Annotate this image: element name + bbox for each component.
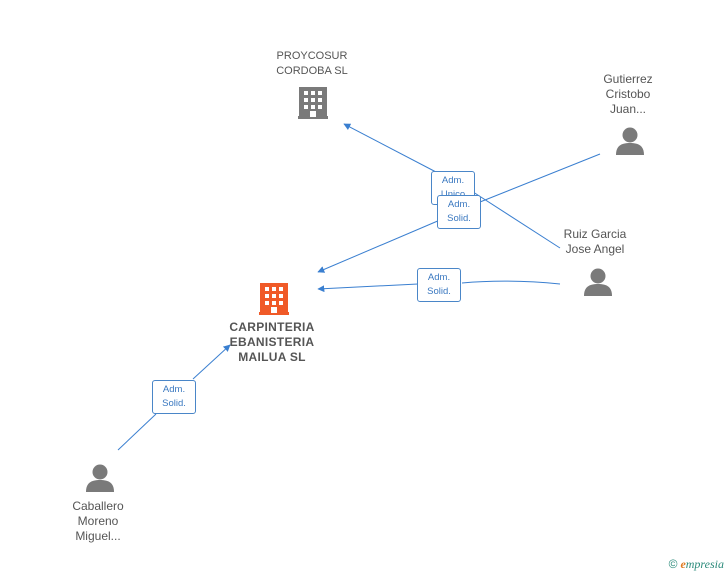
edge-gutierrez-proycosur-seg2 — [343, 123, 437, 173]
brand-watermark: © empresia — [669, 557, 724, 572]
node-label-ruiz[interactable]: Ruiz Garcia Jose Angel — [563, 227, 627, 256]
node-label-caballero[interactable]: Caballero Moreno Miguel... — [72, 499, 124, 543]
edge-ruiz-carpinteria-seg1 — [461, 280, 561, 285]
node-label-proycosur[interactable]: PROYCOSUR CORDOBA SL — [276, 50, 348, 77]
edge-caballero-carpinteria-seg2 — [192, 344, 231, 380]
building-icon[interactable] — [298, 87, 328, 119]
edge-ruiz-carpinteria-seg2 — [317, 283, 419, 293]
edge-gutierrez-carpinteria-seg1 — [479, 153, 601, 203]
edge-label-adm-solid[interactable]: Adm. Solid. — [152, 380, 196, 414]
copyright-icon: © — [668, 557, 678, 571]
edge-caballero-carpinteria-seg1 — [117, 413, 157, 451]
edge-label-adm-solid[interactable]: Adm. Solid. — [417, 268, 461, 302]
brand-text: mpresia — [685, 557, 724, 571]
person-icon[interactable] — [86, 464, 114, 493]
node-label-gutierrez[interactable]: Gutierrez Cristobo Juan... — [603, 72, 653, 116]
person-icon[interactable] — [584, 268, 612, 297]
edge-gutierrez-carpinteria-seg2 — [317, 219, 441, 273]
building-icon[interactable] — [259, 283, 289, 315]
node-label-carpinteria[interactable]: CARPINTERIA EBANISTERIA MAILUA SL — [229, 320, 315, 364]
brand-initial: e — [680, 557, 686, 571]
person-icon[interactable] — [616, 127, 644, 156]
edge-label-adm-solid[interactable]: Adm. Solid. — [437, 195, 481, 229]
